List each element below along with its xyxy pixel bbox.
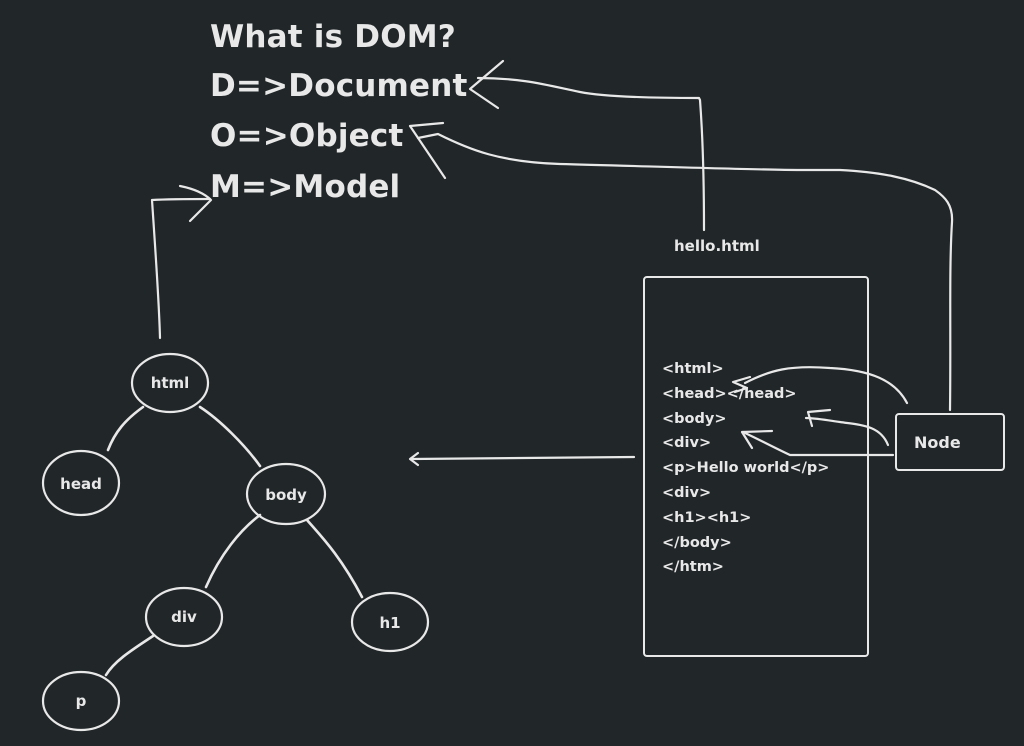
code-line: <p>Hello world</p> <box>662 460 830 477</box>
tree-node-p: p <box>41 670 121 732</box>
tree-node-label: h1 <box>379 614 400 632</box>
arrow-file-to-tree <box>408 451 636 467</box>
edge-div-p <box>104 634 155 677</box>
tree-node-label: p <box>76 692 87 710</box>
code-line: <div> <box>662 484 712 501</box>
tree-edges <box>104 405 364 677</box>
title-question: What is DOM? <box>210 19 456 55</box>
tree-node-head: head <box>41 449 121 517</box>
tree-node-div: div <box>144 586 224 648</box>
node-box: Node <box>895 413 1005 471</box>
edge-body-h1 <box>305 518 364 599</box>
node-box-label: Node <box>914 432 961 452</box>
tree-node-label: div <box>171 608 197 626</box>
tree-node-label: head <box>60 475 102 493</box>
tree-node-label: html <box>151 374 190 392</box>
file-name-label: hello.html <box>674 237 760 255</box>
tree-node-html: html <box>130 352 210 414</box>
title-line-model: M=>Model <box>210 169 401 205</box>
arrow-file-to-document <box>468 59 706 232</box>
html-file-box <box>643 276 869 657</box>
code-line: <head></head> <box>662 385 797 402</box>
arrow-node-to-body <box>804 408 890 447</box>
code-line: <h1><h1> <box>662 509 752 526</box>
code-listing: <html> <head></head> <body> <div> <p>Hel… <box>662 357 829 580</box>
edge-body-div <box>204 513 262 589</box>
code-line: <html> <box>662 361 724 377</box>
title-line-object: O=>Object <box>210 118 404 154</box>
code-line: </body> <box>662 534 732 551</box>
code-line: <div> <box>662 435 712 452</box>
edge-html-body <box>198 405 262 468</box>
tree-node-body: body <box>245 462 327 526</box>
tree-node-label: body <box>265 486 307 504</box>
arrow-tree-to-model <box>150 184 213 340</box>
code-line: </htm> <box>662 559 724 576</box>
arrow-node-to-head <box>731 366 909 405</box>
arrow-node-to-div <box>740 429 895 457</box>
tree-node-h1: h1 <box>350 591 430 653</box>
code-line: <body> <box>662 410 727 427</box>
title-line-document: D=>Document <box>210 68 468 104</box>
arrow-node-to-object <box>408 121 954 412</box>
edge-html-head <box>106 405 145 452</box>
